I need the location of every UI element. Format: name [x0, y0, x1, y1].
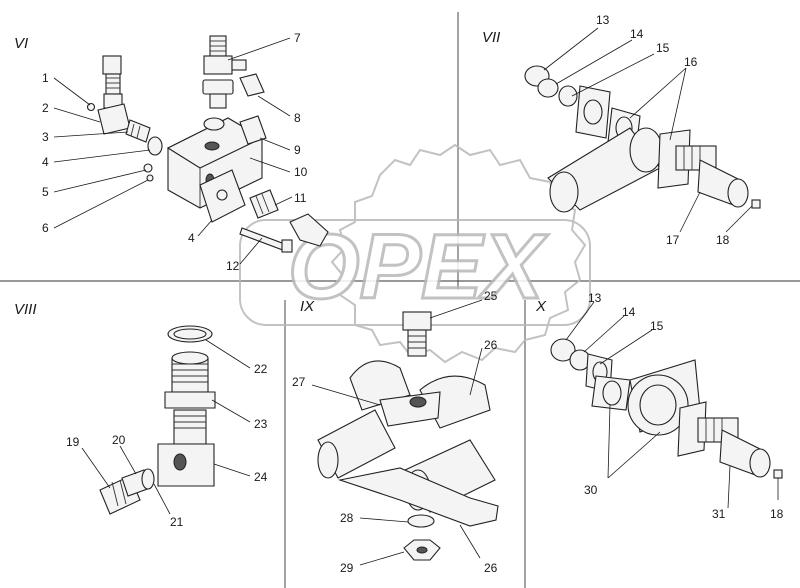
- callout-16: 16: [684, 55, 698, 69]
- callout-10: 10: [294, 165, 308, 179]
- section-label-x: X: [535, 298, 547, 315]
- callouts-vii: 13 14 15 16 17 18: [596, 13, 730, 247]
- callout-18: 18: [716, 233, 730, 247]
- callout-19: 19: [66, 435, 80, 449]
- callout-22: 22: [254, 362, 268, 376]
- callout-26: 26: [484, 338, 498, 352]
- section-label-vi: VI: [14, 35, 28, 52]
- callout-23: 23: [254, 417, 268, 431]
- callout-15b: 15: [650, 319, 664, 333]
- assembly-viii: [99, 325, 216, 515]
- section-dividers: [0, 12, 800, 588]
- assembly-ix: [317, 311, 499, 561]
- callout-21: 21: [170, 515, 184, 529]
- callout-8: 8: [294, 111, 301, 125]
- callout-13b: 13: [588, 291, 602, 305]
- callout-5: 5: [42, 185, 49, 199]
- callout-27: 27: [292, 375, 306, 389]
- callout-24: 24: [254, 470, 268, 484]
- callout-25: 25: [484, 289, 498, 303]
- callout-12: 12: [226, 259, 240, 273]
- callout-14b: 14: [622, 305, 636, 319]
- callout-4b: 4: [188, 231, 195, 245]
- section-label-vii: VII: [482, 29, 500, 46]
- callouts-x: 13 14 15 30 31 18: [584, 291, 784, 521]
- callout-17: 17: [666, 233, 680, 247]
- callout-13: 13: [596, 13, 610, 27]
- leader-lines-ix: [311, 299, 483, 566]
- callout-6: 6: [42, 221, 49, 235]
- callouts-vi: 1 2 3 4 5 6 7 8 9 10 11 4 12: [42, 31, 308, 273]
- watermark: OPEX: [239, 143, 591, 364]
- callout-1: 1: [42, 71, 49, 85]
- callout-3: 3: [42, 130, 49, 144]
- leader-lines-x: [565, 301, 779, 509]
- callout-30: 30: [584, 483, 598, 497]
- callout-31: 31: [712, 507, 726, 521]
- assembly-vi: [86, 35, 329, 253]
- callout-26b: 26: [484, 561, 498, 575]
- callout-7: 7: [294, 31, 301, 45]
- callout-11: 11: [294, 191, 307, 205]
- callouts-viii: 22 23 24 19 20 21: [66, 362, 268, 529]
- assembly-vii: [524, 65, 761, 213]
- leader-lines-vi: [53, 37, 293, 265]
- callout-9: 9: [294, 143, 301, 157]
- leader-lines-viii: [81, 339, 251, 515]
- callout-4: 4: [42, 155, 49, 169]
- callout-14: 14: [630, 27, 644, 41]
- callouts-ix: 25 26 27 28 29 26: [292, 289, 498, 575]
- leader-lines-vii: [543, 27, 753, 233]
- callout-29: 29: [340, 561, 354, 575]
- section-label-ix: IX: [300, 298, 315, 315]
- callout-2: 2: [42, 101, 49, 115]
- callout-20: 20: [112, 433, 126, 447]
- assembly-x: [550, 338, 783, 479]
- callout-28: 28: [340, 511, 354, 525]
- callout-18b: 18: [770, 507, 784, 521]
- callout-15: 15: [656, 41, 670, 55]
- section-label-viii: VIII: [14, 301, 37, 318]
- watermark-text: OPEX: [288, 216, 548, 318]
